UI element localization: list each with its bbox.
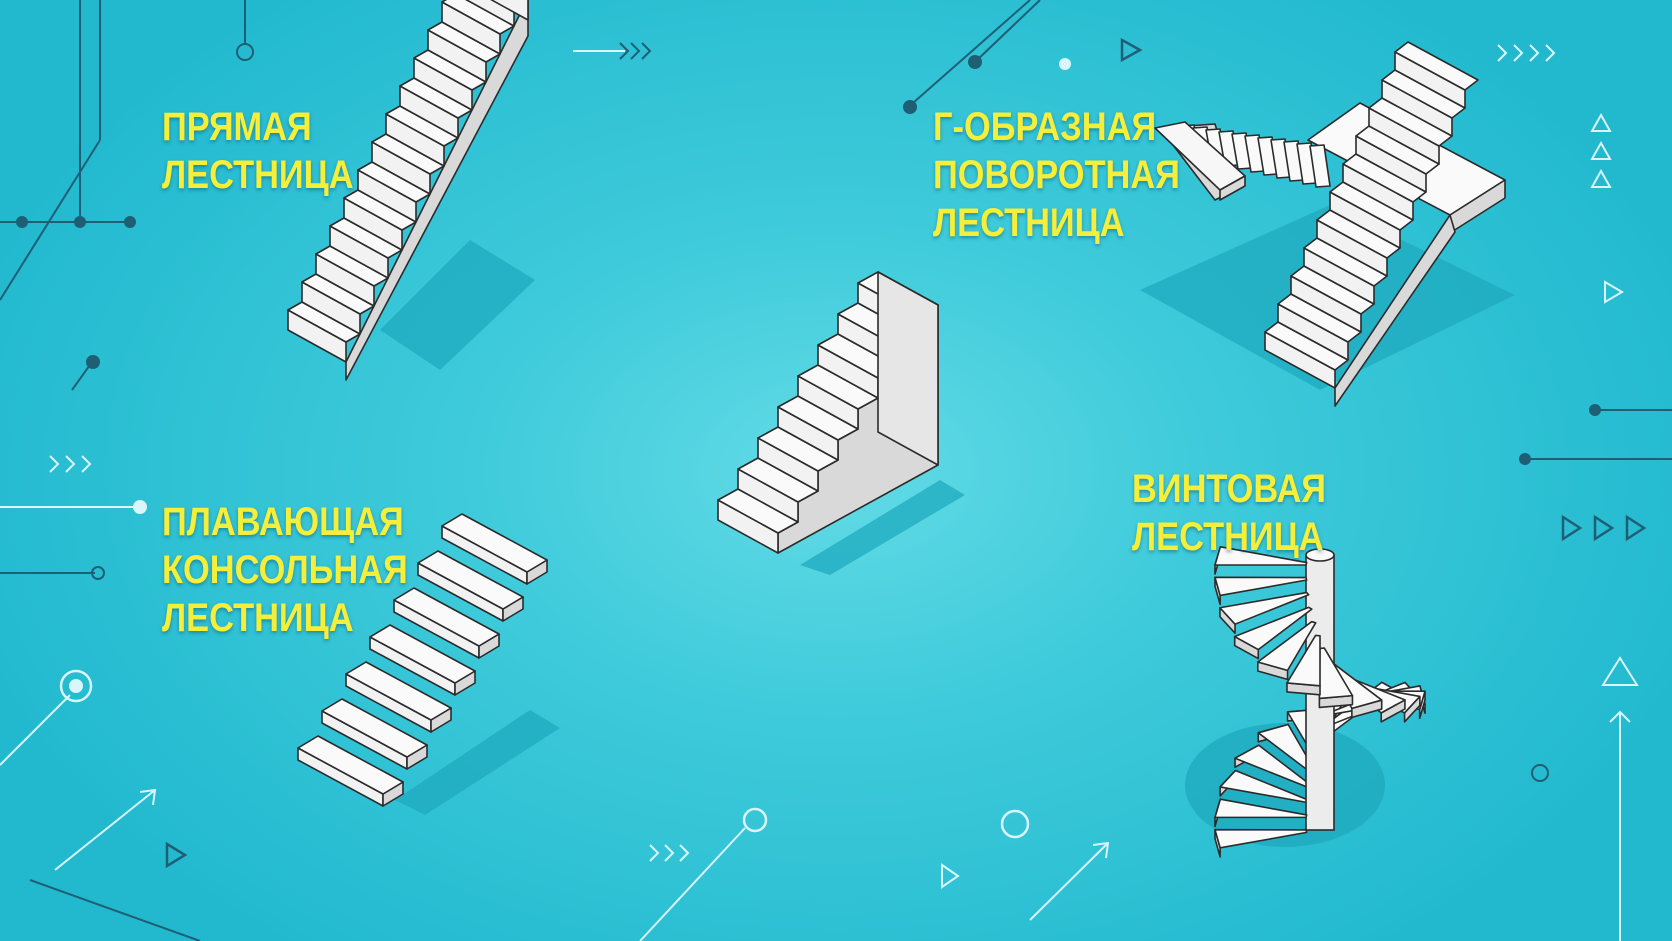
floating-step-top [345,661,452,721]
floating-step-top [417,550,524,610]
spiral-staircase [1185,546,1426,858]
circle-node-icon [74,216,86,228]
label-line: ВИНТОВАЯ [1132,467,1327,511]
circle-node-icon [86,355,100,369]
stair-end [490,0,529,21]
stair-shadow [380,240,535,370]
circle-node-icon [968,55,982,69]
spiral-step [1256,620,1317,672]
spiral-step [1214,576,1308,597]
floating-cantilever-staircase [297,513,560,815]
floating-step-top [393,587,500,647]
label-line: КОНСОЛЬНАЯ [162,548,408,592]
floating-step-top [441,513,548,573]
stair-stringer [345,0,529,381]
hollow-nodes [91,43,1549,782]
label-floating-stair: ПЛАВАЮЩАЯ КОНСОЛЬНАЯ ЛЕСТНИЦА [162,498,408,642]
l-shaped-staircase [1140,41,1515,407]
circle-node-icon [1589,404,1601,416]
light-nodes [69,58,1071,693]
spiral-step [1233,606,1313,651]
circle-node-icon [124,216,136,228]
triangle-icon [941,112,1639,889]
spiral-step [1318,647,1354,700]
straight-staircase [287,0,535,381]
circle-node-icon [1519,453,1531,465]
solid-staircase [717,271,965,575]
circle-node-icon [16,216,28,228]
spiral-step [1219,591,1310,625]
floating-step-top [321,698,428,758]
label-line: ПРЯМАЯ [162,105,312,149]
stair-stringer [1334,214,1456,407]
arrow-heads [139,710,1631,859]
floating-step-top [297,735,404,795]
spiral-column-cap [1305,548,1335,562]
label-line: ПОВОРОТНАЯ [933,153,1180,197]
triangle-icon [165,37,1647,869]
light-hollow-nodes [59,669,1030,839]
label-spiral-stair: ВИНТОВАЯ ЛЕСТНИЦА [1132,465,1326,561]
stair-tread [1394,41,1479,91]
label-line: ЛЕСТНИЦА [1132,515,1324,559]
label-line: ЛЕСТНИЦА [933,201,1125,245]
spiral-step [1286,634,1321,687]
stair-upper-end [1219,175,1246,201]
arrow-chevrons-icon [619,42,652,60]
label-line: ЛЕСТНИЦА [162,153,354,197]
light-lines [0,50,1621,941]
circle-node-icon [903,100,917,114]
stair-back-face [877,271,939,466]
stair-shadow [800,480,965,575]
label-straight-stair: ПРЯМАЯ ЛЕСТНИЦА [162,103,354,199]
label-l-shaped-stair: Г-ОБРАЗНАЯ ПОВОРОТНАЯ ЛЕСТНИЦА [933,103,1180,247]
spiral-step [1214,798,1308,819]
spiral-step [1214,828,1308,849]
circuit-nodes [16,55,1601,465]
label-line: ЛЕСТНИЦА [162,596,354,640]
spiral-step [1214,546,1308,566]
label-line: Г-ОБРАЗНАЯ [933,105,1157,149]
stair-thin-tread [1309,144,1331,188]
floating-step-top [369,624,476,684]
arrow-chevrons-icon [49,44,1556,862]
label-line: ПЛАВАЮЩАЯ [162,500,404,544]
stair-shadow [395,710,560,815]
